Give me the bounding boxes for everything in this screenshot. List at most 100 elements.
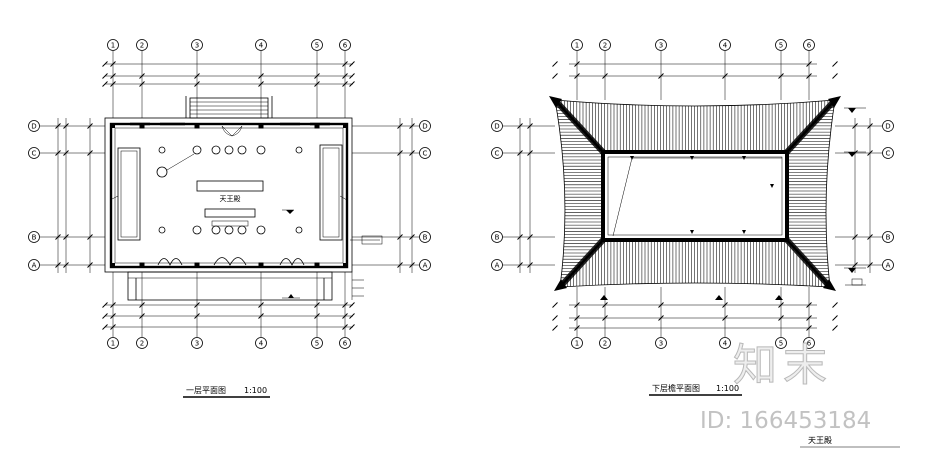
right-axis-5-top: 5: [775, 39, 787, 51]
left-axis-D-right: D: [419, 120, 431, 132]
right-axis-3-bottom-label: 3: [659, 340, 663, 348]
right-axis-A-left: A: [491, 259, 503, 271]
interior-columns: [139, 123, 320, 268]
watermark-id: ID: 166453184: [700, 408, 871, 434]
central-altar: 天王殿: [196, 180, 264, 227]
left-axis-6-bottom: 6: [339, 337, 351, 349]
wall-column: [139, 123, 145, 129]
left-axis-A-left: A: [28, 259, 40, 271]
left-plan-title: 一层平面图: [186, 386, 226, 395]
wall-column: [314, 123, 320, 129]
right-axis-2-top: 2: [599, 39, 611, 51]
right-plan-title-block: 下层檐平面图 1:100: [649, 383, 742, 396]
right-axis-A-right: A: [882, 259, 894, 271]
left-axis-2-top-label: 2: [140, 42, 144, 50]
left-axis-4-bottom: 4: [255, 337, 267, 349]
left-axis-2-top: 2: [136, 39, 148, 51]
left-axis-2-bottom-label: 2: [140, 340, 144, 348]
right-axis-1-bottom: 1: [571, 337, 583, 349]
right-axis-5-bottom-label: 5: [779, 340, 783, 348]
right-axis-C-left-label: C: [495, 150, 500, 158]
left-axis-1-top-label: 1: [111, 42, 115, 50]
left-axis-B-right-label: B: [423, 234, 428, 242]
footer-label-block: 天王殿: [800, 436, 900, 448]
left-axis-B-left: B: [28, 231, 40, 243]
left-axis-6-top: 6: [339, 39, 351, 51]
left-axis-2-bottom: 2: [136, 337, 148, 349]
right-plan-dimension-lines: [517, 61, 873, 331]
column: [224, 145, 234, 155]
upper-roof-opening: [601, 150, 789, 242]
left-axis-6-bottom-label: 6: [343, 340, 348, 348]
left-plan-title-block: 一层平面图 1:100: [183, 386, 270, 398]
left-axis-C-left: C: [28, 147, 40, 159]
right-axis-4-bottom-label: 4: [723, 340, 728, 348]
right-axis-2-bottom-label: 2: [603, 340, 607, 348]
left-plan-scale: 1:100: [244, 386, 267, 395]
column: [211, 225, 221, 235]
left-axis-5-top-label: 5: [315, 42, 319, 50]
left-axis-A-right-label: A: [423, 262, 428, 270]
column: [158, 226, 166, 234]
right-plan-title: 下层檐平面图: [652, 383, 700, 393]
column: [224, 225, 234, 235]
left-axis-1-top: 1: [107, 39, 119, 51]
left-axis-3-top: 3: [191, 39, 203, 51]
left-axis-C-right-label: C: [423, 150, 428, 158]
right-axis-D-left-label: D: [494, 123, 499, 131]
right-axis-C-left: C: [491, 147, 503, 159]
elevation-markers: [600, 107, 866, 300]
wall-column: [194, 123, 200, 129]
wall-column: [139, 262, 145, 268]
column: [237, 145, 247, 155]
door-swings: [109, 125, 348, 266]
corner-column: [110, 123, 115, 128]
front-steps: [185, 96, 273, 119]
left-axis-B-right: B: [419, 231, 431, 243]
left-axis-6-top-label: 6: [343, 42, 348, 50]
wall-column: [258, 262, 264, 268]
left-axis-4-top-label: 4: [259, 42, 264, 50]
right-axis-6-bottom: 6: [803, 337, 815, 349]
left-axis-D-left-label: D: [31, 123, 36, 131]
left-axis-D-left: D: [28, 120, 40, 132]
watermark-brand: 知末: [733, 340, 833, 391]
left-axis-C-left-label: C: [32, 150, 37, 158]
left-axis-3-bottom: 3: [191, 337, 203, 349]
side-altars: [117, 144, 343, 241]
corner-column: [343, 263, 348, 268]
annotation-leader: [156, 153, 383, 245]
right-axis-D-right: D: [882, 120, 894, 132]
column: [211, 145, 221, 155]
left-axis-1-bottom-label: 1: [111, 340, 115, 348]
right-axis-C-right-label: C: [886, 150, 891, 158]
right-axis-3-bottom: 3: [655, 337, 667, 349]
right-axis-C-right: C: [882, 147, 894, 159]
column: [295, 226, 303, 234]
right-axis-A-left-label: A: [495, 262, 500, 270]
right-axis-1-bottom-label: 1: [575, 340, 579, 348]
left-axis-5-top: 5: [311, 39, 323, 51]
column: [295, 146, 303, 154]
right-axis-6-top: 6: [803, 39, 815, 51]
wall-column: [314, 262, 320, 268]
right-axis-B-right-label: B: [886, 234, 891, 242]
left-axis-1-bottom: 1: [107, 337, 119, 349]
footer-label: 天王殿: [808, 436, 832, 445]
column: [158, 146, 166, 154]
right-axis-D-left: D: [491, 120, 503, 132]
right-axis-4-bottom: 4: [719, 337, 731, 349]
right-axis-2-bottom: 2: [599, 337, 611, 349]
right-axis-B-right: B: [882, 231, 894, 243]
wall-column: [258, 123, 264, 129]
wall-column: [194, 262, 200, 268]
left-axis-3-top-label: 3: [195, 42, 199, 50]
right-axis-5-bottom: 5: [775, 337, 787, 349]
right-axis-B-left: B: [491, 231, 503, 243]
left-axis-5-bottom: 5: [311, 337, 323, 349]
right-axis-4-top: 4: [719, 39, 731, 51]
column: [256, 225, 266, 235]
right-axis-2-top-label: 2: [603, 42, 607, 50]
